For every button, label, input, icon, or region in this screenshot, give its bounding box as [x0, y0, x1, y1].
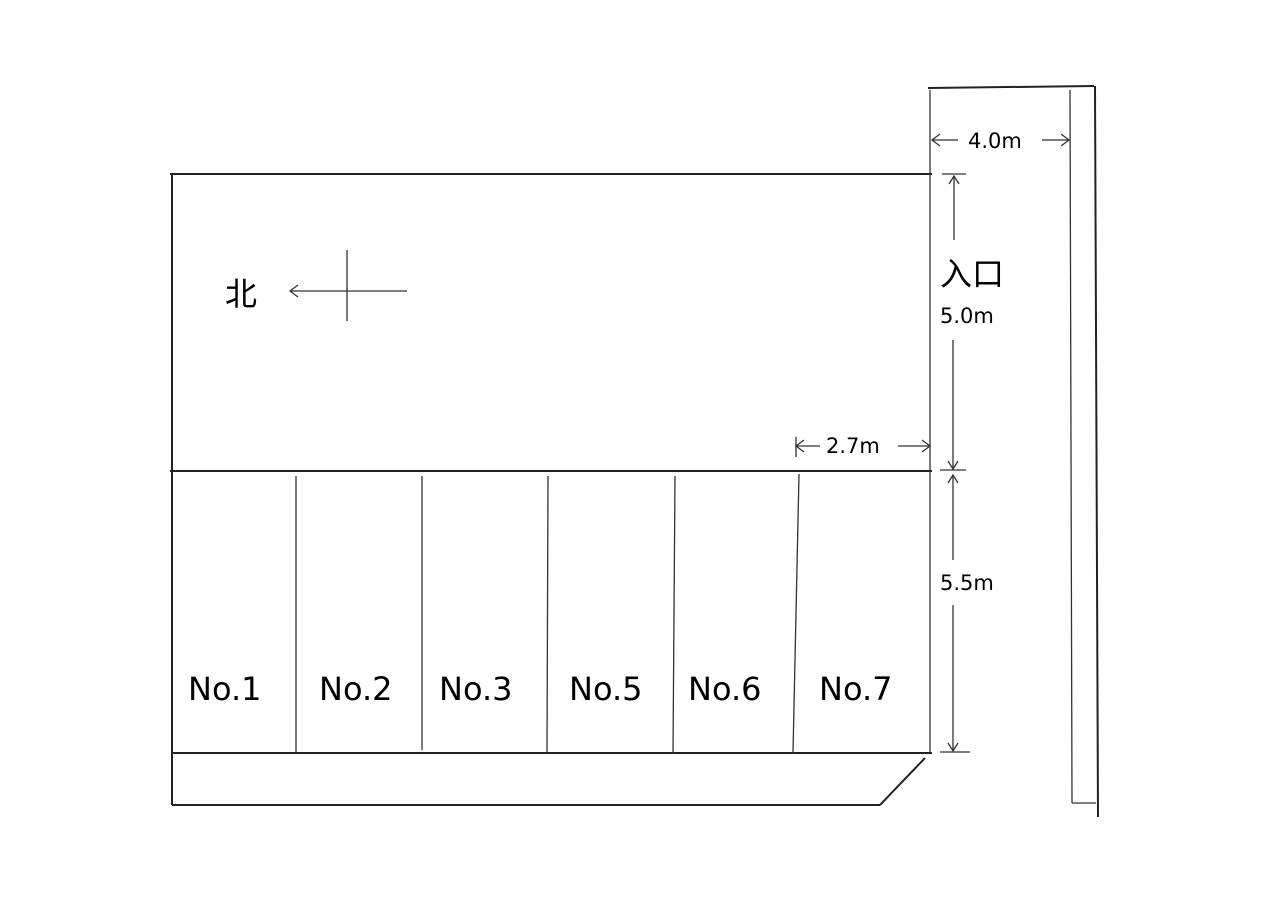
- entrance-label: 入口: [940, 255, 1004, 293]
- dimension-road-width: [930, 133, 1071, 147]
- space-depth-label: 5.5m: [940, 571, 994, 595]
- dimension-space-width: [794, 437, 932, 457]
- parking-space-label: No.2: [319, 670, 392, 708]
- space-width-label: 2.7m: [826, 434, 880, 458]
- road-width-label: 4.0m: [968, 129, 1022, 153]
- dimension-space-depth: [940, 473, 970, 753]
- north-arrow-icon: [288, 250, 407, 321]
- parking-space-label: No.6: [688, 670, 761, 708]
- parking-space-label: No.5: [569, 670, 642, 708]
- parking-space-label: No.7: [819, 670, 892, 708]
- parking-space-label: No.3: [439, 670, 512, 708]
- dimension-entrance-depth: [940, 173, 966, 471]
- road: [927, 85, 1099, 818]
- lot-outline: [170, 90, 932, 806]
- parking-space-label: No.1: [188, 670, 261, 708]
- space-dividers: [295, 473, 800, 754]
- entrance-depth-label: 5.0m: [940, 304, 994, 328]
- north-label: 北: [225, 275, 257, 313]
